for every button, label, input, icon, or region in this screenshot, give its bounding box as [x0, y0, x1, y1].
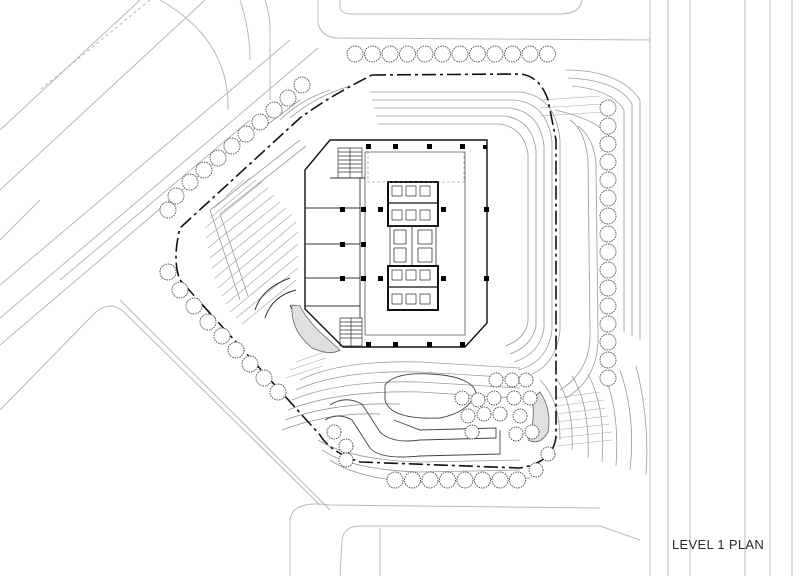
street-trees — [160, 46, 616, 488]
tree-symbol — [224, 138, 240, 154]
tree-symbol — [519, 373, 533, 387]
tree-symbol — [435, 46, 451, 62]
tree-symbol — [505, 373, 519, 387]
tree-symbol — [525, 425, 539, 439]
tree-symbol — [600, 118, 616, 134]
tree-symbol — [540, 46, 556, 62]
tree-symbol — [455, 391, 469, 405]
elevator-bank-upper — [388, 182, 438, 226]
floor-plate-outline — [305, 140, 487, 347]
tree-symbol — [347, 46, 363, 62]
tree-symbol — [417, 46, 433, 62]
tree-symbol — [405, 472, 421, 488]
tree-symbol — [256, 370, 272, 386]
tree-symbol — [492, 472, 508, 488]
tree-symbol — [196, 162, 212, 178]
tree-symbol — [452, 46, 468, 62]
tree-symbol — [160, 202, 176, 218]
tree-symbol — [172, 282, 188, 298]
elevator-bank-lower — [388, 266, 438, 310]
tree-symbol — [457, 472, 473, 488]
tree-symbol — [465, 425, 479, 439]
tree-symbol — [600, 226, 616, 242]
tree-symbol — [523, 391, 537, 405]
tree-symbol — [382, 46, 398, 62]
tree-symbol — [505, 46, 521, 62]
tree-symbol — [529, 463, 543, 477]
structural-columns — [340, 144, 489, 347]
tree-symbol — [600, 100, 616, 116]
tree-symbol — [400, 46, 416, 62]
tree-symbol — [365, 46, 381, 62]
tree-symbol — [387, 472, 403, 488]
tree-symbol — [294, 77, 310, 93]
tree-symbol — [600, 136, 616, 152]
tree-symbol — [507, 391, 521, 405]
tree-symbol — [489, 373, 503, 387]
tree-symbol — [200, 314, 216, 330]
tree-symbol — [461, 409, 475, 423]
tree-symbol — [493, 407, 507, 421]
tree-symbol — [600, 190, 616, 206]
site-boundary-line — [176, 74, 556, 468]
tree-symbol — [487, 391, 501, 405]
tree-symbol — [470, 46, 486, 62]
tree-symbol — [513, 409, 527, 423]
planting-bed-stippled — [292, 305, 340, 353]
tree-symbol — [600, 172, 616, 188]
tree-symbol — [440, 472, 456, 488]
tree-symbol — [600, 370, 616, 386]
tree-symbol — [600, 244, 616, 260]
office-partitions — [305, 178, 365, 318]
tree-symbol — [168, 188, 184, 204]
tree-symbol — [600, 352, 616, 368]
tree-symbol — [238, 126, 254, 142]
tree-symbol — [270, 384, 286, 400]
tree-symbol — [541, 447, 555, 461]
tree-symbol — [600, 208, 616, 224]
tree-symbol — [214, 328, 230, 344]
tree-symbol — [487, 46, 503, 62]
stair-top — [338, 148, 362, 178]
tree-symbol — [600, 280, 616, 296]
stair-bottom — [340, 318, 362, 346]
tree-symbol — [600, 262, 616, 278]
tree-symbol — [327, 425, 341, 439]
tree-symbol — [228, 342, 244, 358]
tree-symbol — [522, 46, 538, 62]
tree-symbol — [252, 114, 268, 130]
tree-symbol — [510, 472, 526, 488]
tree-symbol — [339, 453, 353, 467]
tree-symbol — [471, 393, 485, 407]
tree-symbol — [600, 334, 616, 350]
tree-symbol — [339, 439, 353, 453]
building-floor-plate — [305, 140, 489, 347]
hatch-bands — [286, 96, 612, 446]
tree-symbol — [600, 154, 616, 170]
tree-symbol — [422, 472, 438, 488]
tree-symbol — [242, 356, 258, 372]
tree-symbol — [509, 427, 523, 441]
tree-symbol — [600, 316, 616, 332]
tree-symbol — [210, 150, 226, 166]
tree-symbol — [186, 298, 202, 314]
tree-symbol — [280, 90, 296, 106]
tree-symbol — [477, 407, 491, 421]
plan-title-label: LEVEL 1 PLAN — [672, 537, 765, 552]
lobby-dashed-outline — [368, 152, 464, 182]
tree-symbol — [182, 174, 198, 190]
tree-symbol — [160, 264, 176, 280]
tree-symbol — [475, 472, 491, 488]
ramp-hatch-left — [205, 178, 298, 324]
landscape-paths — [325, 374, 500, 457]
tree-symbol — [266, 102, 282, 118]
tree-symbol — [600, 298, 616, 314]
